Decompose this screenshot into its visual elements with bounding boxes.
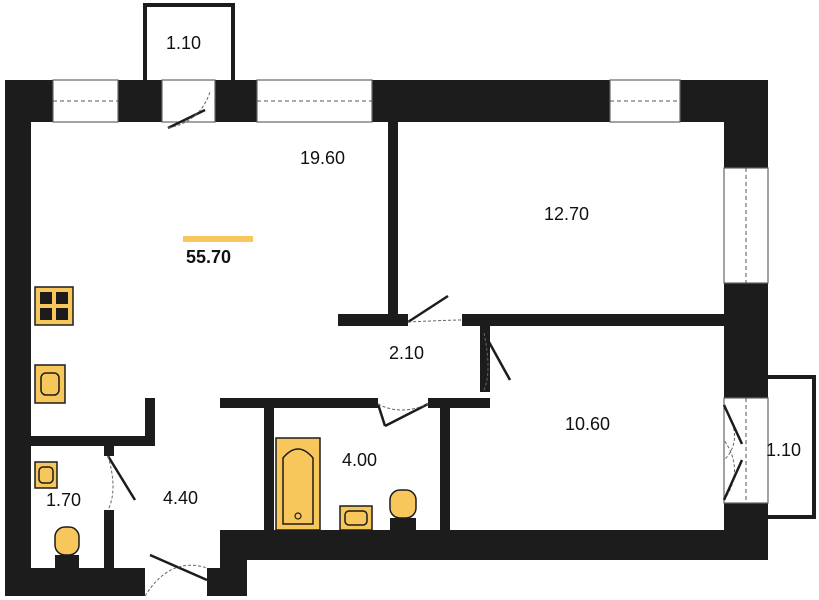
door-icon (106, 79, 744, 597)
total-area-underline (183, 236, 253, 242)
bathtub-icon (275, 437, 321, 531)
sink-icon (34, 461, 58, 489)
exterior-walls (5, 80, 768, 596)
window-icon (52, 79, 769, 504)
room-area-balcony-right: 1.10 (766, 440, 801, 460)
room-area-balcony-top: 1.10 (166, 33, 201, 53)
interior-walls (31, 122, 724, 596)
total-area: 55.70 (186, 247, 231, 267)
toilet-icon (389, 489, 417, 530)
room-area-bathroom: 4.00 (342, 450, 377, 470)
room-area-toilet: 1.70 (46, 490, 81, 510)
room-area-bedroom-2: 10.60 (565, 414, 610, 434)
sink-icon (34, 364, 66, 404)
room-area-living: 19.60 (300, 148, 345, 168)
sink-icon (339, 505, 373, 531)
room-area-bedroom-1: 12.70 (544, 204, 589, 224)
room-area-hall: 4.40 (163, 488, 198, 508)
stove-icon (34, 286, 74, 326)
toilet-icon (54, 526, 80, 568)
room-area-corridor: 2.10 (389, 343, 424, 363)
